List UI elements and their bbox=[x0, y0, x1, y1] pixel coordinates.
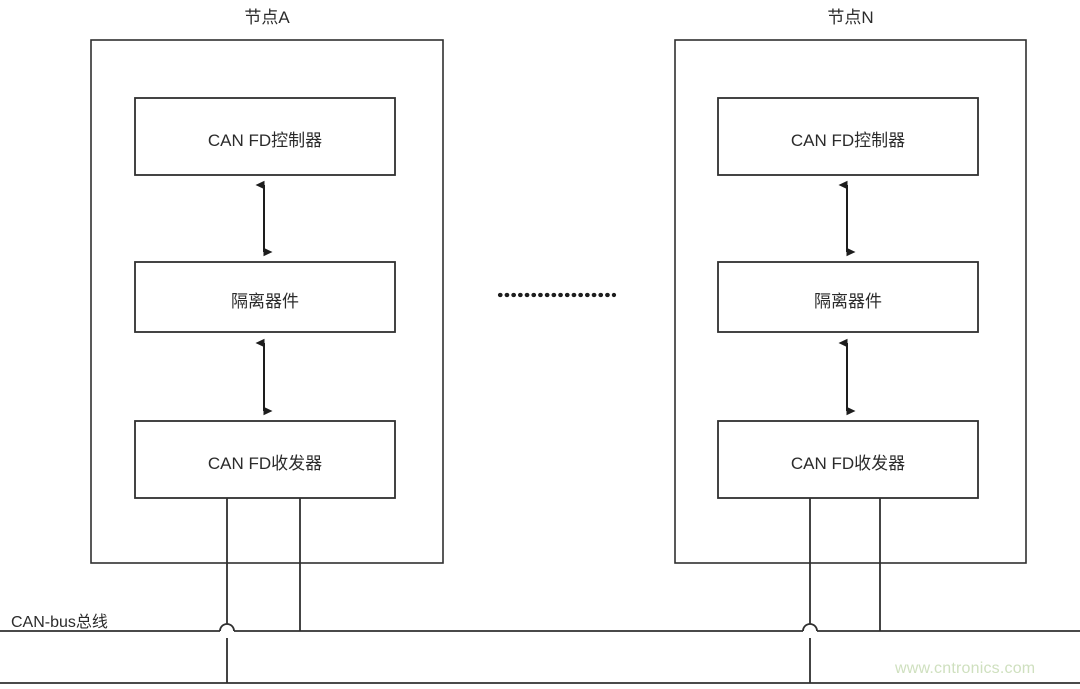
node-n-transceiver-label: CAN FD收发器 bbox=[790, 454, 906, 473]
node-n-bus-drop-canh-hop bbox=[802, 623, 818, 632]
node-n-isolator-box bbox=[717, 261, 979, 333]
site-watermark: www.cntronics.com bbox=[895, 660, 1036, 677]
node-a-isolator-label: 隔离器件 bbox=[231, 292, 299, 311]
node-a-controller-label: CAN FD控制器 bbox=[207, 131, 323, 150]
node-a-isolator-box bbox=[134, 261, 396, 333]
node-a-controller-box bbox=[134, 97, 396, 176]
can-bus-label: CAN-bus总线 bbox=[11, 614, 108, 631]
node-n-outer-box bbox=[674, 39, 1027, 564]
node-n-title: 节点N bbox=[827, 8, 874, 27]
can-bus-lines bbox=[0, 630, 1080, 684]
node-n-isolator-label: 隔离器件 bbox=[814, 292, 882, 311]
node-a-transceiver-box bbox=[134, 420, 396, 499]
node-a-title: 节点A bbox=[244, 8, 290, 27]
node-a-transceiver-label: CAN FD收发器 bbox=[207, 454, 323, 473]
node-n-controller-box bbox=[717, 97, 979, 176]
node-a-group bbox=[90, 39, 444, 683]
node-n-transceiver-box bbox=[717, 420, 979, 499]
node-a-bus-drop-canh-hop bbox=[219, 623, 235, 632]
node-n-group bbox=[674, 39, 1027, 683]
node-n-controller-label: CAN FD控制器 bbox=[790, 131, 906, 150]
node-a-outer-box bbox=[90, 39, 444, 564]
